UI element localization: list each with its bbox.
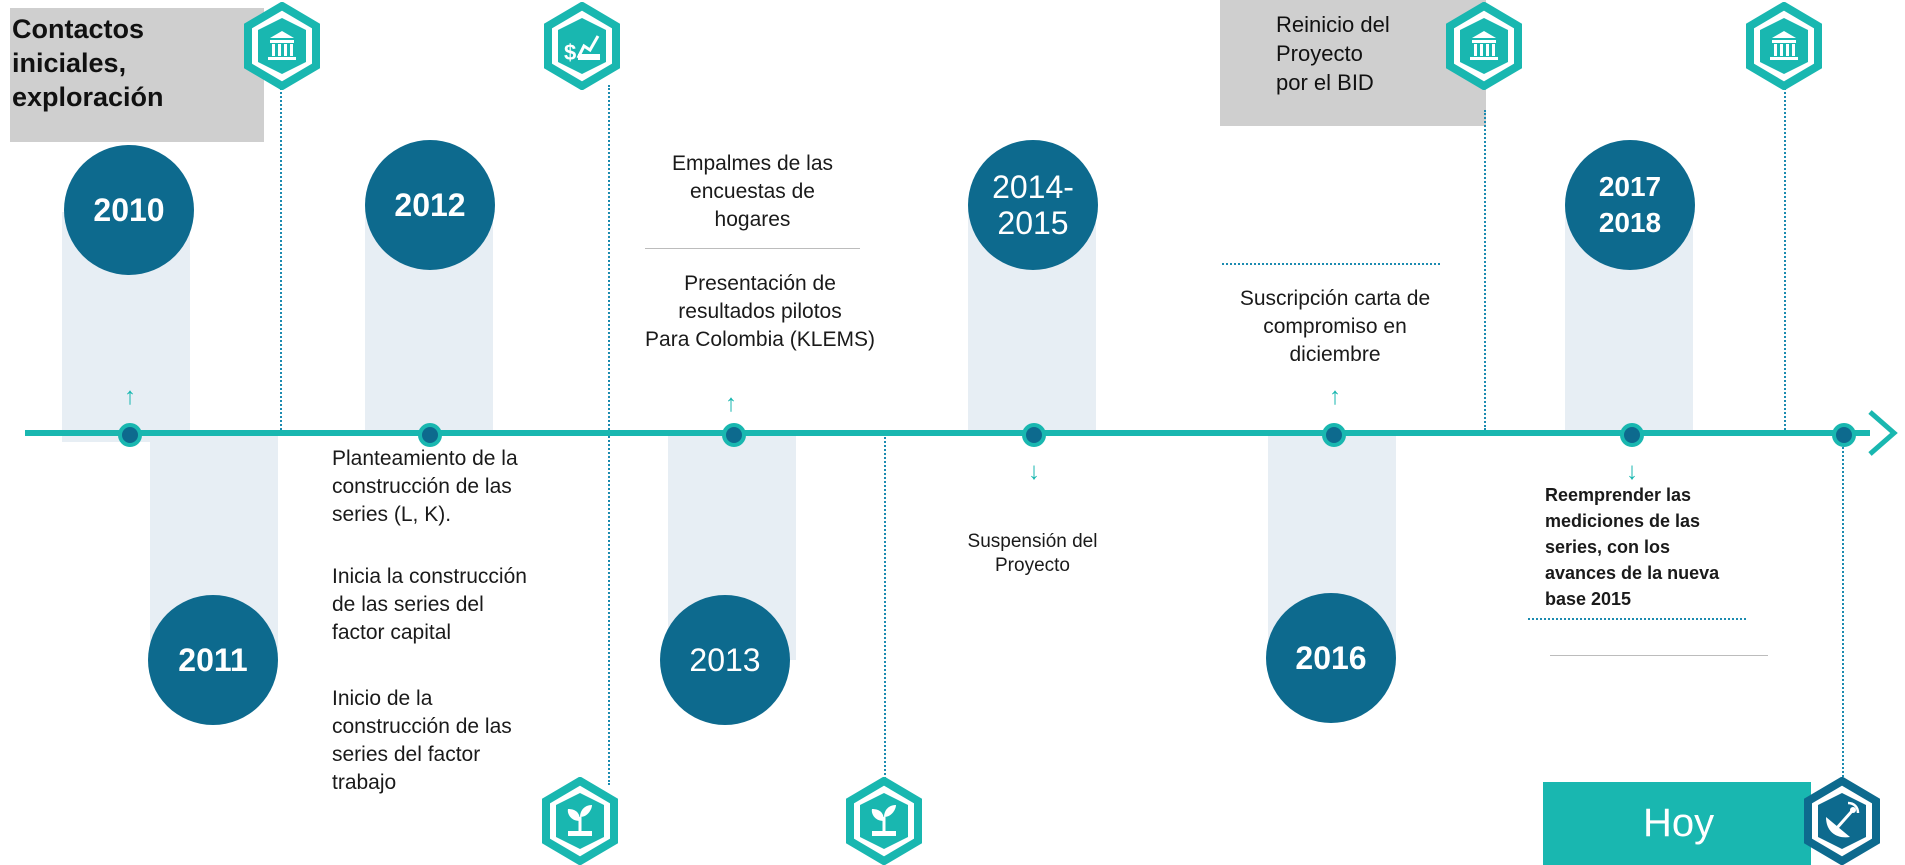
text-line: encuestas de [690, 180, 815, 203]
text-line: hogares [714, 208, 791, 231]
plant-icon [542, 777, 618, 865]
text-line: Presentación de [684, 272, 836, 295]
bank-icon [1746, 2, 1822, 90]
text-line: base 2015 [1545, 589, 1632, 609]
hoy-box: Hoy [1543, 782, 1811, 865]
divider [1528, 618, 1746, 620]
text-line: resultados pilotos [678, 300, 842, 323]
arrow-up-icon: ↑ [124, 383, 136, 410]
connector-line [1784, 85, 1786, 430]
year-label: 2013 [689, 642, 761, 678]
text-line: construcción de las [332, 475, 512, 498]
text-line: Planteamiento de la [332, 447, 518, 470]
timeline-dot [722, 423, 746, 447]
text-line: avances de la nueva [1545, 563, 1720, 583]
text-line: series del factor [332, 743, 481, 766]
timeline-axis [25, 430, 1870, 436]
connector-line [1842, 432, 1844, 792]
year-label: 2016 [1295, 640, 1367, 676]
plant-icon [846, 777, 922, 865]
year-label: 2017 [1598, 171, 1662, 202]
header-line: exploración [12, 82, 164, 112]
header-line: iniciales, [12, 48, 127, 78]
connector-line [884, 432, 886, 787]
money-chart-icon: $ [544, 2, 620, 90]
connector-line [1484, 110, 1486, 430]
header-line: Contactos [12, 14, 145, 44]
hoy-label: Hoy [1643, 801, 1715, 845]
text-suspension: Suspensión del Proyecto [930, 530, 1135, 578]
svg-text:$: $ [564, 40, 576, 65]
text-empalmes: Empalmes de las encuestas de hogares [620, 150, 885, 234]
year-2013-circle: 2013 [660, 595, 790, 725]
text-reemprender: Reemprender las mediciones de las series… [1545, 482, 1719, 612]
year-label: 2010 [93, 192, 165, 228]
text-line: Suscripción carta de [1239, 287, 1431, 310]
year-2014-2015-circle: 2014-2015 [968, 140, 1098, 270]
text-line: Para Colombia (KLEMS) [645, 328, 875, 351]
text-line: Proyecto [995, 555, 1070, 576]
text-line: diciembre [1289, 343, 1381, 366]
text-line: trabajo [332, 771, 397, 794]
header-box-left: Contactos iniciales, exploración [10, 8, 264, 142]
timeline-dot [1620, 423, 1644, 447]
text-line: Empalmes de las [671, 152, 834, 175]
header-line: Reinicio del [1276, 12, 1390, 37]
year-2012-circle: 2012 [365, 140, 495, 270]
text-presentacion: Presentación de resultados pilotos Para … [610, 270, 910, 354]
year-label: 2014- [992, 169, 1074, 205]
timeline-dot [1832, 423, 1856, 447]
bank-icon [244, 2, 320, 90]
timeline-dot [118, 423, 142, 447]
text-line: Reemprender las [1545, 485, 1692, 505]
year-2010-circle: 2010 [64, 145, 194, 275]
text-line: series (L, K). [332, 503, 452, 526]
text-inicia-capital: Inicia la construcción de las series del… [332, 563, 527, 647]
arrow-down-icon: ↓ [1626, 458, 1638, 485]
header-line: por el BID [1276, 70, 1374, 95]
timeline-dot [418, 423, 442, 447]
text-inicio-trabajo: Inicio de la construcción de las series … [332, 685, 512, 797]
arrow-up-icon: ↑ [1329, 383, 1341, 410]
text-suscripcion: Suscripción carta de compromiso en dicie… [1210, 285, 1460, 369]
year-label: 2015 [997, 205, 1069, 241]
year-2016-circle: 2016 [1266, 593, 1396, 723]
year-2011-circle: 2011 [148, 595, 278, 725]
text-line: construcción de las [332, 715, 512, 738]
divider [645, 248, 860, 249]
year-label: 2012 [394, 187, 466, 223]
divider [1222, 263, 1440, 265]
satellite-icon [1804, 777, 1880, 865]
timeline-dot [1322, 423, 1346, 447]
text-planteamiento: Planteamiento de la construcción de las … [332, 445, 518, 529]
bank-icon [1446, 2, 1522, 90]
year-2017-2018-circle: 2017 2018 [1565, 140, 1695, 270]
text-line: Suspensión del [967, 531, 1098, 552]
header-box-right: Reinicio del Proyecto por el BID [1220, 0, 1486, 126]
timeline-dot [1022, 423, 1046, 447]
text-line: Inicia la construcción [332, 565, 527, 588]
connector-line [280, 85, 282, 430]
arrow-down-icon: ↓ [1028, 458, 1040, 485]
timeline-arrowhead [1868, 410, 1898, 456]
text-line: factor capital [332, 621, 452, 644]
text-line: mediciones de las [1545, 511, 1701, 531]
year-label: 2018 [1598, 207, 1662, 238]
header-line: Proyecto [1276, 41, 1363, 66]
arrow-up-icon: ↑ [725, 390, 737, 417]
text-line: Inicio de la [332, 687, 433, 710]
text-line: de las series del [332, 593, 484, 616]
divider [1550, 655, 1768, 656]
year-label: 2011 [178, 642, 248, 678]
text-line: series, con los [1545, 537, 1671, 557]
text-line: compromiso en [1263, 315, 1407, 338]
